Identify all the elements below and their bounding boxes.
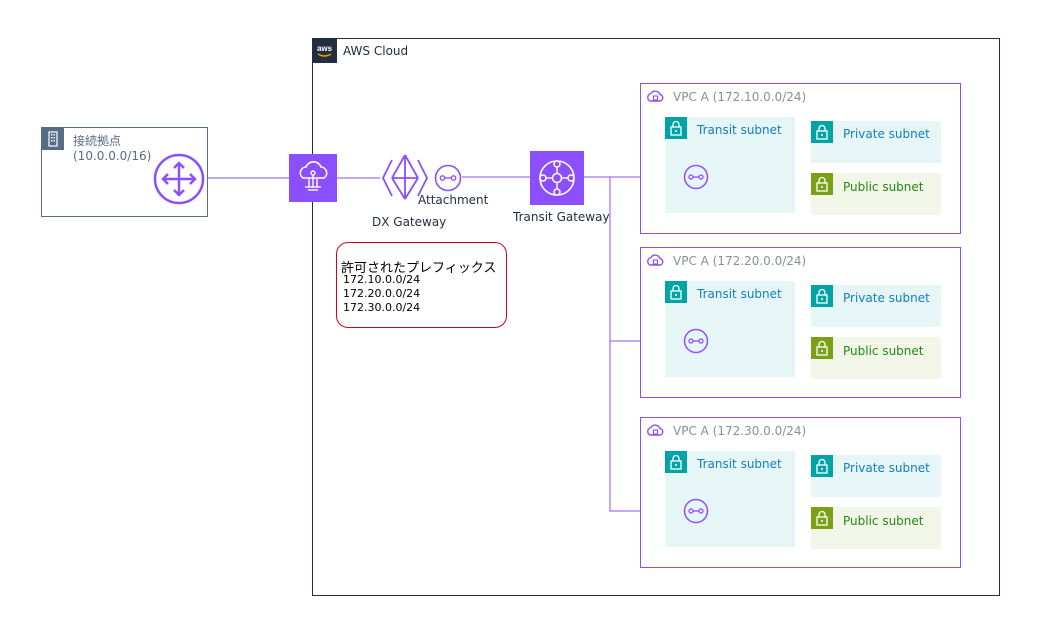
vpc-icon bbox=[644, 420, 666, 442]
lock-icon bbox=[811, 455, 833, 477]
aws-logo-icon: aws bbox=[312, 38, 337, 63]
private-subnet-label: Private subnet bbox=[843, 461, 930, 475]
vpc-label: VPC A (172.20.0.0/24) bbox=[673, 254, 807, 268]
attachment-icon bbox=[683, 164, 709, 190]
direct-connect-icon bbox=[289, 154, 337, 202]
attachment-icon bbox=[683, 328, 709, 354]
vpc-label: VPC A (172.30.0.0/24) bbox=[673, 424, 807, 438]
vpc-label: VPC A (172.10.0.0/24) bbox=[673, 90, 807, 104]
lock-icon bbox=[811, 173, 833, 195]
site-label: 接続拠点 (10.0.0.0/16) bbox=[73, 134, 151, 164]
transit-subnet-label: Transit subnet bbox=[697, 287, 782, 301]
aws-cloud-group bbox=[312, 38, 1000, 596]
lock-icon bbox=[665, 117, 687, 139]
aws-cloud-label: AWS Cloud bbox=[343, 44, 409, 58]
vpc-icon bbox=[644, 86, 666, 108]
allowed-prefixes-box bbox=[336, 242, 507, 328]
public-subnet-label: Public subnet bbox=[843, 344, 924, 358]
public-subnet-label: Public subnet bbox=[843, 180, 924, 194]
dx-gateway-icon bbox=[380, 152, 430, 202]
building-icon bbox=[42, 128, 64, 150]
prefix-item: 172.20.0.0/24 bbox=[343, 287, 421, 300]
private-subnet-label: Private subnet bbox=[843, 127, 930, 141]
lock-icon bbox=[665, 281, 687, 303]
vpc-icon bbox=[644, 250, 666, 272]
lock-icon bbox=[811, 121, 833, 143]
svg-text:aws: aws bbox=[317, 44, 333, 53]
site-cidr: (10.0.0.0/16) bbox=[73, 149, 152, 163]
lock-icon bbox=[665, 451, 687, 473]
prefix-item: 172.30.0.0/24 bbox=[343, 301, 421, 314]
private-subnet-label: Private subnet bbox=[843, 291, 930, 305]
router-icon bbox=[153, 153, 205, 205]
allowed-prefixes-title: 許可されたプレフィックス bbox=[341, 261, 497, 276]
attachment-icon bbox=[683, 498, 709, 524]
attachment-label: Attachment bbox=[418, 193, 489, 207]
prefix-item: 172.10.0.0/24 bbox=[343, 273, 421, 286]
transit-gateway-label: Transit Gateway bbox=[513, 210, 610, 224]
attachment-icon bbox=[434, 164, 462, 192]
site-name: 接続拠点 bbox=[73, 134, 122, 148]
transit-subnet-label: Transit subnet bbox=[697, 123, 782, 137]
lock-icon bbox=[811, 507, 833, 529]
transit-gateway-icon bbox=[530, 151, 584, 205]
transit-subnet-label: Transit subnet bbox=[697, 457, 782, 471]
lock-icon bbox=[811, 285, 833, 307]
lock-icon bbox=[811, 337, 833, 359]
dx-gateway-label: DX Gateway bbox=[372, 215, 447, 229]
public-subnet-label: Public subnet bbox=[843, 514, 924, 528]
